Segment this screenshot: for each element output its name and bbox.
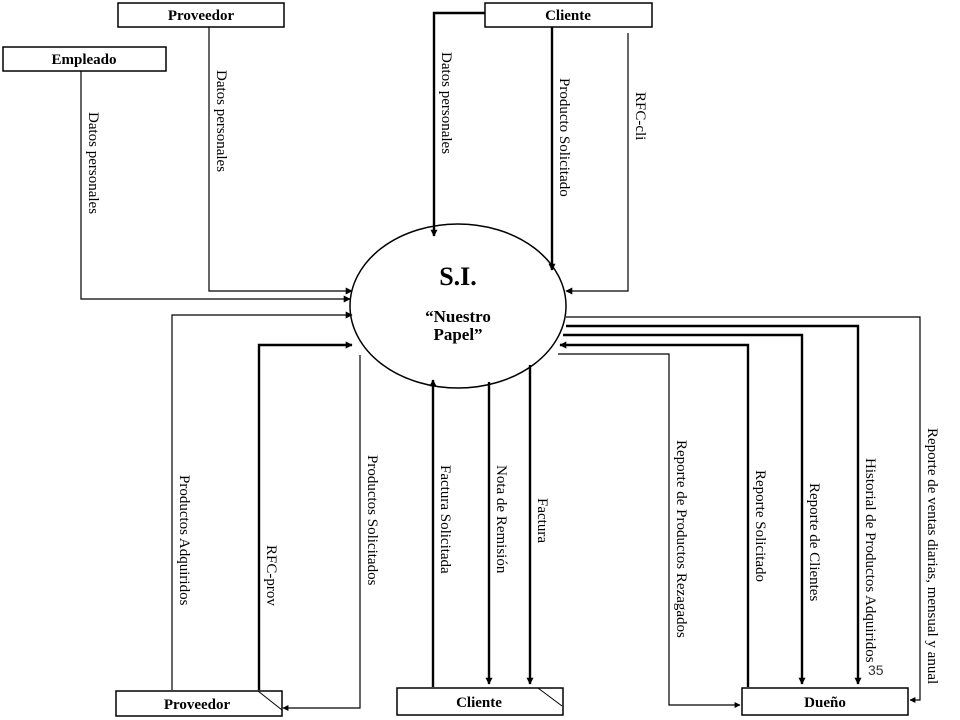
flow-cliente-datos-label: Datos personales	[438, 52, 454, 154]
flow-dueno-rezagados-arrow	[558, 353, 741, 708]
flow-dueno-reporte-solicitado-arrow	[559, 341, 750, 687]
flow-prov-productos-adquiridos-label: Productos Adquiridos	[176, 475, 192, 606]
flow-cliente-rfc-arrow	[565, 33, 629, 295]
entity-cliente-bottom: Cliente	[396, 687, 564, 716]
entity-proveedor-top-label: Proveedor	[168, 8, 235, 24]
process-subtitle-2: Papel”	[433, 325, 482, 344]
entity-cliente-top: Cliente	[484, 2, 653, 28]
entity-cliente-bottom-label: Cliente	[456, 695, 502, 711]
flow-empleado-datos-arrow	[80, 71, 351, 303]
entity-proveedor-bottom: Proveedor	[115, 690, 283, 717]
page-number: 35	[868, 662, 884, 678]
process-circle: S.I. “Nuestro Papel”	[349, 223, 567, 389]
flow-cli-nota-remision-label: Nota de Remisión	[493, 465, 509, 574]
flow-prov-productos-solicitados-label: Productos Solicitados	[364, 455, 380, 586]
flow-proveedor-datos-arrow	[208, 27, 353, 295]
flow-prov-rfc-arrow	[257, 341, 353, 690]
entity-empleado-label: Empleado	[51, 52, 116, 68]
flow-empleado-datos-label: Datos personales	[85, 112, 101, 214]
flow-prov-rfc-label: RFC-prov	[263, 545, 279, 606]
flow-dueno-rezagados-label: Reporte de Productos Rezagados	[673, 440, 689, 638]
flow-proveedor-datos-label: Datos personales	[213, 70, 229, 172]
flow-dueno-ventas-arrow	[566, 316, 921, 703]
flow-prov-productos-solicitados-arrow	[282, 355, 361, 711]
flow-cli-factura-label: Factura	[534, 498, 550, 543]
flow-dueno-reporte-solicitado-label: Reporte Solicitado	[752, 470, 768, 582]
flow-dueno-historial-label: Historial de Productos Adquiridos	[862, 458, 878, 663]
process-title: S.I.	[439, 262, 477, 291]
flow-cliente-rfc-label: RFC-cli	[632, 92, 648, 140]
flow-dueno-reporte-clientes-arrow	[563, 333, 806, 685]
entity-proveedor-top: Proveedor	[117, 2, 285, 28]
flow-cliente-datos-arrow	[430, 11, 485, 237]
entity-proveedor-bottom-label: Proveedor	[164, 697, 231, 713]
entity-empleado: Empleado	[2, 46, 167, 72]
flow-cliente-producto-label: Producto Solicitado	[556, 78, 572, 197]
entity-dueno: Dueño	[741, 687, 909, 716]
process-subtitle-1: “Nuestro	[425, 307, 491, 326]
flow-dueno-ventas-label: Reporte de ventas diarias, mensual y anu…	[924, 428, 940, 684]
flow-dueno-historial-arrow	[566, 324, 862, 685]
flow-dueno-reporte-clientes-label: Reporte de Clientes	[806, 483, 822, 601]
flow-prov-productos-adquiridos-arrow	[171, 311, 353, 690]
entity-dueno-label: Dueño	[804, 695, 846, 711]
flow-cli-factura-solicitada-label: Factura Solicitada	[437, 465, 453, 574]
entity-cliente-top-label: Cliente	[545, 8, 591, 24]
